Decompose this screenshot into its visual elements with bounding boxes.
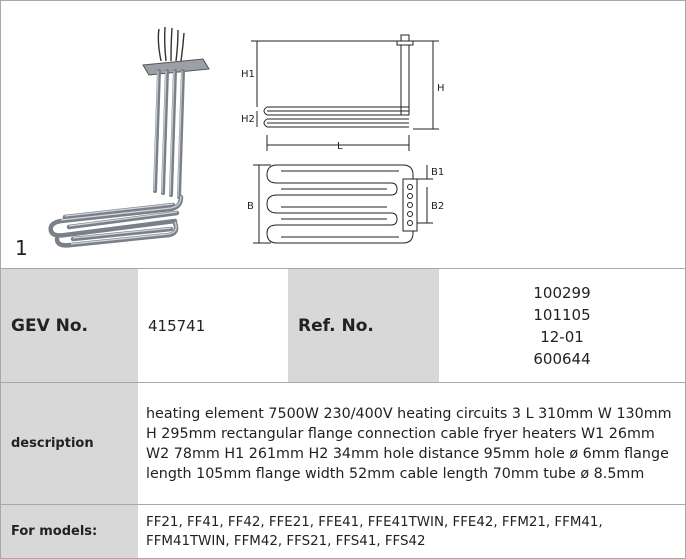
ref-label-cell: Ref. No.	[288, 269, 439, 382]
dim-label-b1: B1	[431, 167, 444, 178]
ref-value: 101105	[533, 305, 591, 324]
figure-number: 1	[15, 236, 28, 260]
models-row: For models: FF21, FF41, FF42, FFE21, FFE…	[1, 505, 685, 558]
models-label: For models:	[11, 524, 98, 539]
top-view-drawing: B B1 B2	[247, 164, 444, 244]
description-row: description heating element 7500W 230/40…	[1, 383, 685, 505]
ref-values-list: 100299 101105 12-01 600644	[449, 282, 675, 370]
ref-label: Ref. No.	[298, 315, 374, 336]
product-image-area: H1 H2 H L	[1, 1, 685, 269]
dim-label-h1: H1	[241, 69, 255, 80]
description-label: description	[11, 436, 94, 451]
models-label-cell: For models:	[1, 505, 138, 558]
dim-label-b: B	[247, 201, 254, 212]
dim-label-h: H	[437, 83, 445, 94]
ref-value: 12-01	[540, 327, 584, 346]
gev-value: 415741	[148, 316, 206, 335]
ref-value: 100299	[533, 283, 591, 302]
description-text: heating element 7500W 230/400V heating c…	[146, 405, 672, 482]
ref-values-cell: 100299 101105 12-01 600644	[439, 269, 685, 382]
dim-label-h2: H2	[241, 114, 255, 125]
models-text: FF21, FF41, FF42, FFE21, FFE41, FFE41TWI…	[146, 514, 603, 549]
dim-label-l: L	[337, 141, 343, 152]
description-value-cell: heating element 7500W 230/400V heating c…	[138, 383, 685, 504]
dim-label-b2: B2	[431, 201, 444, 212]
models-value-cell: FF21, FF41, FF42, FFE21, FFE41, FFE41TWI…	[138, 505, 685, 558]
gev-label-cell: GEV No.	[1, 269, 138, 382]
ref-value: 600644	[533, 349, 591, 368]
gev-label: GEV No.	[11, 315, 89, 336]
gev-value-cell: 415741	[138, 269, 288, 382]
description-label-cell: description	[1, 383, 138, 504]
heating-element-photo	[48, 26, 210, 248]
side-view-drawing: H1 H2 H L	[241, 34, 445, 152]
gev-ref-row: GEV No. 415741 Ref. No. 100299 101105 12…	[1, 269, 685, 383]
